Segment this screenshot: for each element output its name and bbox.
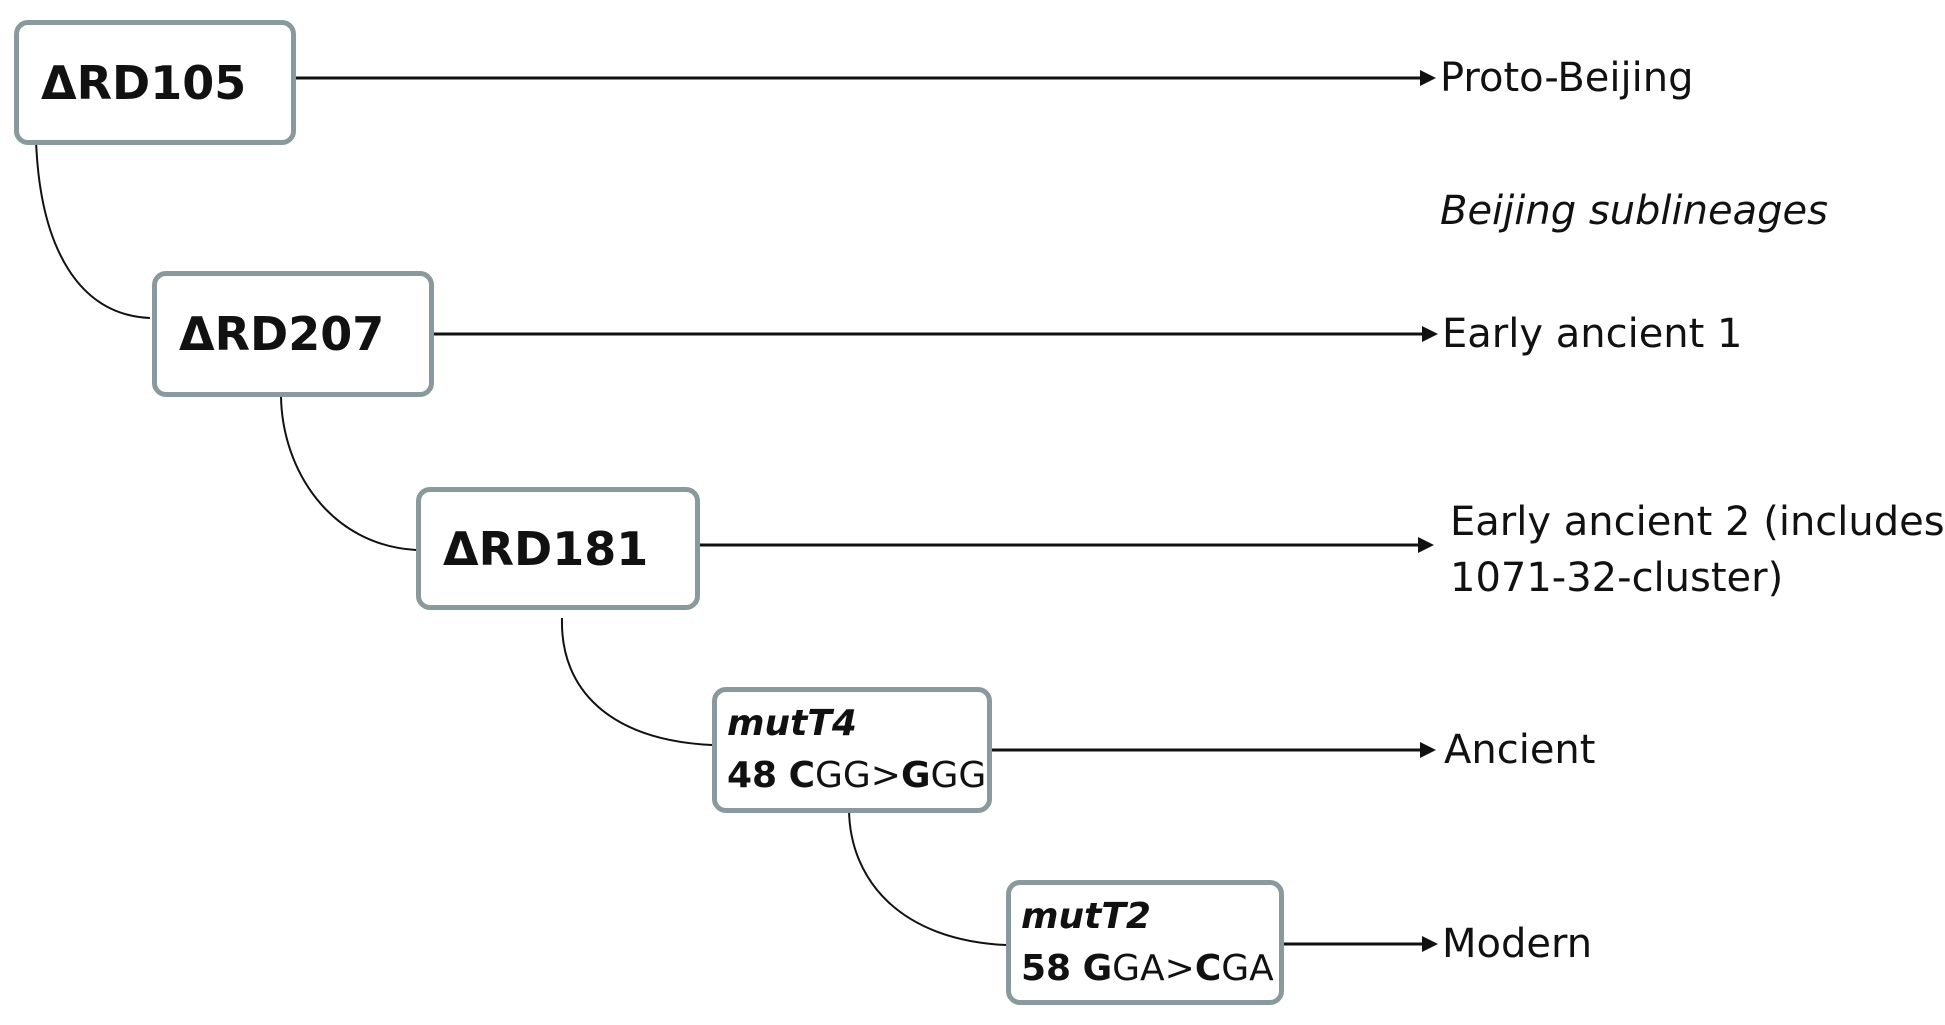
curve-rd207-rd181 (280, 395, 417, 551)
node-mutt2-codon-to-rest: GA (1221, 948, 1274, 989)
node-mutt2-codon-to-changed: C (1194, 948, 1222, 989)
node-mutt4-text: mutT4 48 CGG>GGG (727, 698, 986, 802)
node-mutt4-codon-to-rest: GG (930, 755, 987, 796)
node-mutt2: mutT2 58 GGA>CGA (1006, 880, 1284, 1005)
outcome-ancient: Ancient (1444, 727, 1596, 773)
sublineages-heading: Beijing sublineages (1440, 188, 1828, 234)
node-rd105: ΔRD105 (14, 20, 296, 145)
curve-mutt4-mutt2 (848, 809, 1007, 946)
node-mutt2-codon-from-changed: G (1082, 948, 1113, 989)
arrowhead-early-ancient-2 (1418, 537, 1434, 553)
node-rd181: ΔRD181 (416, 487, 700, 610)
arrowhead-proto-beijing (1420, 70, 1436, 86)
arrowhead-modern (1422, 936, 1438, 952)
node-rd181-label: ΔRD181 (443, 521, 649, 576)
curve-rd105-rd207 (35, 139, 151, 319)
node-mutt4-mutation: 48 CGG>GGG (727, 750, 986, 802)
node-mutt4: mutT4 48 CGG>GGG (712, 687, 992, 813)
outcome-early-ancient-2-line2: 1071-32-cluster) (1450, 555, 1784, 601)
arrowhead-early-ancient-1 (1422, 326, 1438, 342)
outcome-modern: Modern (1442, 921, 1593, 967)
node-mutt2-mutation: 58 GGA>CGA (1021, 943, 1274, 995)
node-mutt2-text: mutT2 58 GGA>CGA (1021, 891, 1274, 995)
node-mutt4-codon-from-rest: GG (814, 755, 871, 796)
node-mutt4-codon-from-changed: C (788, 755, 815, 796)
node-rd207: ΔRD207 (152, 271, 434, 397)
node-rd207-label: ΔRD207 (179, 307, 385, 361)
node-mutt2-position: 58 (1021, 948, 1072, 989)
outcome-early-ancient-2: Early ancient 2 (includes 1071-32-cluste… (1450, 494, 1945, 606)
node-mutt2-separator: > (1164, 948, 1195, 989)
node-mutt4-separator: > (870, 755, 901, 796)
node-mutt4-gene: mutT4 (727, 703, 857, 744)
node-mutt2-codon-from-rest: GA (1112, 948, 1165, 989)
outcome-early-ancient-2-line1: Early ancient 2 (includes (1450, 499, 1945, 545)
node-mutt4-position: 48 (727, 755, 778, 796)
node-mutt4-codon-to-changed: G (900, 755, 931, 796)
node-mutt2-gene: mutT2 (1021, 896, 1151, 937)
node-rd105-label: ΔRD105 (41, 55, 247, 110)
curve-rd181-mutt4 (560, 617, 713, 746)
outcome-proto-beijing: Proto-Beijing (1440, 55, 1694, 101)
arrowhead-ancient (1420, 742, 1436, 758)
outcome-early-ancient-1: Early ancient 1 (1442, 311, 1743, 357)
